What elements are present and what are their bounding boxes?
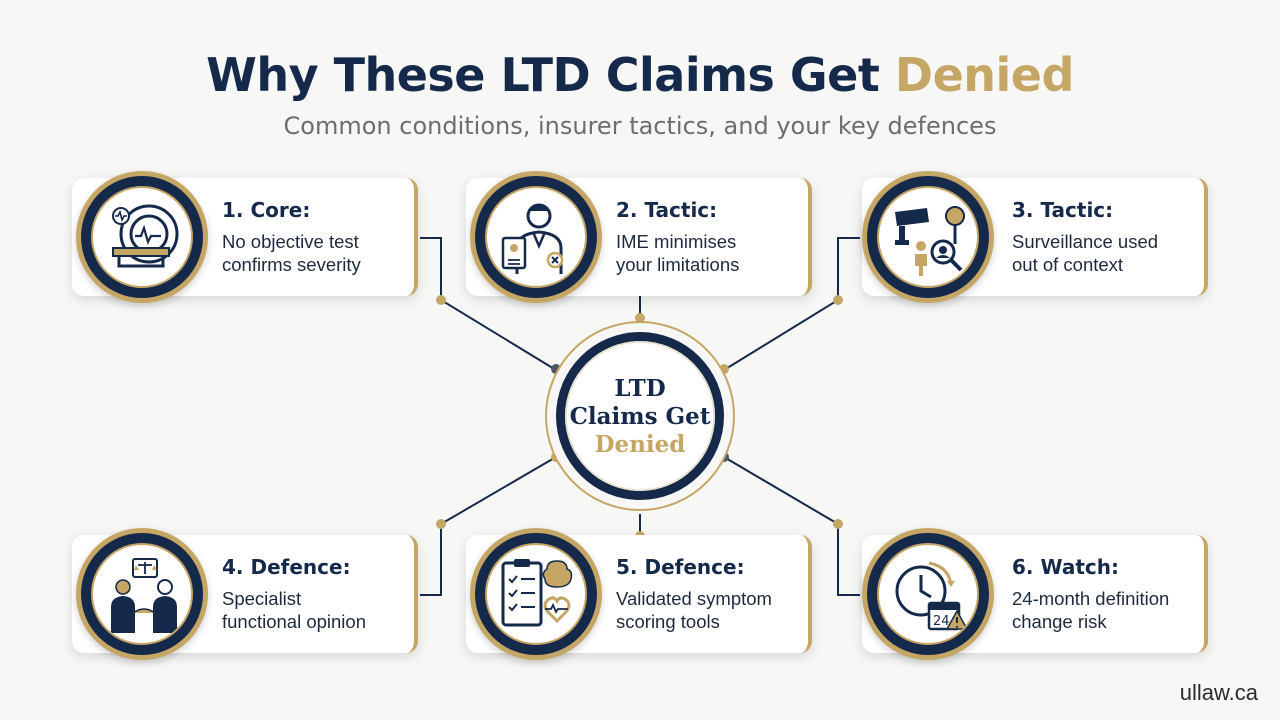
footer-site: ullaw.ca xyxy=(1179,680,1258,705)
card-text: 24-month definition xyxy=(1012,588,1170,609)
card-heading: 1. Core: xyxy=(222,198,311,222)
node-dot xyxy=(436,519,446,529)
badge-watch-definition: 24 xyxy=(862,528,994,660)
handshake-scales-icon xyxy=(111,558,177,633)
card-text: IME minimises xyxy=(616,231,737,252)
clock-calendar-warning-icon: 24 xyxy=(895,561,969,631)
hub-line-3: Denied xyxy=(594,431,686,458)
badge-defence-symptom-tools xyxy=(470,528,602,660)
hub-line-2: Claims Get xyxy=(569,403,711,430)
hub-text: LTD Claims Get Denied xyxy=(547,375,733,459)
surveillance-camera-icon xyxy=(895,206,965,276)
badge-core xyxy=(76,171,208,303)
hub-circle: LTD Claims Get Denied xyxy=(545,321,735,511)
card-text: Specialist xyxy=(222,588,302,609)
card-text: Surveillance used xyxy=(1012,231,1159,252)
checklist-brain-icon xyxy=(501,559,573,627)
badge-tactic-ime xyxy=(470,171,602,303)
card-heading: 3. Tactic: xyxy=(1012,198,1114,222)
node-dot xyxy=(436,295,446,305)
connector-6 xyxy=(723,456,860,596)
node-dot xyxy=(635,313,645,323)
page-subtitle: Common conditions, insurer tactics, and … xyxy=(283,112,997,140)
mri-scanner-icon xyxy=(112,204,179,268)
card-text: out of context xyxy=(1012,254,1124,275)
node-dot xyxy=(833,519,843,529)
card-text: your limitations xyxy=(616,254,740,275)
card-text: Validated symptom xyxy=(616,588,772,609)
card-text: scoring tools xyxy=(616,611,720,632)
card-heading: 2. Tactic: xyxy=(616,198,718,222)
card-heading: 6. Watch: xyxy=(1012,555,1119,579)
calendar-number: 24 xyxy=(933,614,950,629)
badge-tactic-surveillance xyxy=(862,171,994,303)
connector-4 xyxy=(420,456,557,596)
card-heading: 5. Defence: xyxy=(616,555,745,579)
doctor-icon xyxy=(501,203,564,274)
connector-1 xyxy=(420,237,557,371)
card-text: functional opinion xyxy=(222,611,366,632)
card-text: change risk xyxy=(1012,611,1107,632)
page-title: Why These LTD Claims Get Denied xyxy=(0,48,1280,102)
card-text: No objective test xyxy=(222,231,359,252)
connector-3 xyxy=(723,237,860,371)
node-dot xyxy=(833,295,843,305)
title-main: Why These LTD Claims Get xyxy=(206,48,880,102)
card-heading: 4. Defence: xyxy=(222,555,351,579)
hub-line-1: LTD xyxy=(614,375,666,402)
title-accent: Denied xyxy=(894,48,1075,102)
card-text: confirms severity xyxy=(222,254,361,275)
badge-defence-specialist xyxy=(76,528,208,660)
